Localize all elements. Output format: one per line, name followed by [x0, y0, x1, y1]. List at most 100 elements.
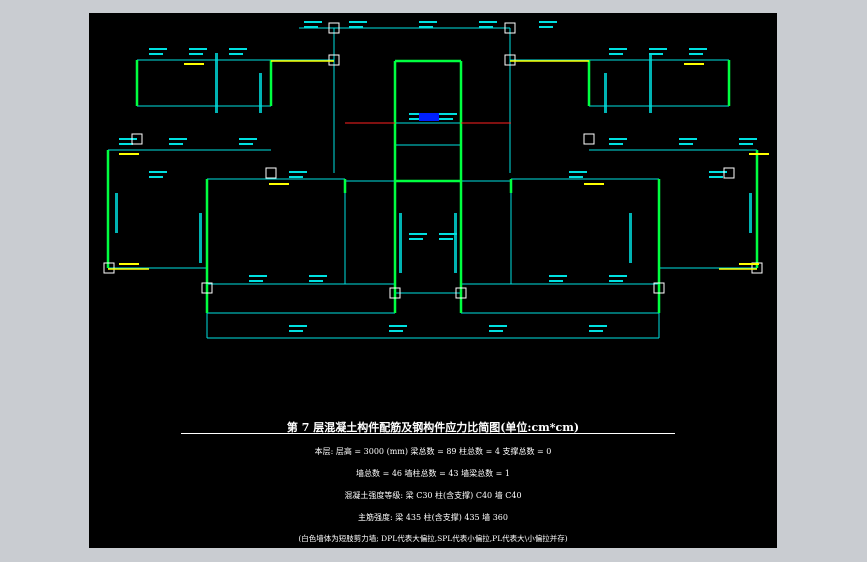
- beam-annotation-mark: [649, 53, 663, 55]
- beam-annotation-mark: [409, 113, 427, 115]
- column-joint: [103, 262, 115, 274]
- beam-annotation-mark: [739, 143, 753, 145]
- column-joint: [389, 287, 401, 299]
- beam-annotation-mark: [349, 26, 363, 28]
- beam-annotation-mark: [489, 330, 503, 332]
- beam-annotation-mark: [419, 21, 437, 23]
- beam-annotation-mark: [479, 26, 493, 28]
- beam-annotation-mark: [439, 238, 453, 240]
- beam-annotation-mark: [409, 118, 423, 120]
- beam-annotation-mark: [439, 118, 453, 120]
- core-block: [419, 113, 439, 121]
- beam-annotation-mark: [539, 21, 557, 23]
- beam-annotation-mark: [589, 325, 607, 327]
- beam-annotation-mark: [569, 171, 587, 173]
- beam-annotation-mark: [609, 275, 627, 277]
- beam-annotation-mark: [229, 53, 243, 55]
- beam-annotation-mark: [549, 275, 567, 277]
- wall-label-mark: [119, 263, 139, 265]
- column-joint: [131, 133, 143, 145]
- wall-label-mark: [684, 63, 704, 65]
- wall-label-mark: [749, 153, 769, 155]
- beam-annotation-mark: [439, 233, 457, 235]
- column-annotation-mark: [115, 193, 118, 233]
- beam-annotation-mark: [389, 330, 403, 332]
- beam-annotation-mark: [189, 48, 207, 50]
- wall-label-mark: [584, 183, 604, 185]
- beam-annotation-mark: [189, 53, 203, 55]
- beam-annotation-mark: [149, 48, 167, 50]
- beam-annotation-mark: [489, 325, 507, 327]
- beam-annotation-mark: [239, 143, 253, 145]
- beam-annotation-mark: [739, 138, 757, 140]
- summary-line-counts: 本层: 层高 = 3000 (mm) 梁总数 = 89 柱总数 = 4 支撑总数…: [314, 447, 552, 456]
- beam-annotation-mark: [609, 280, 623, 282]
- beam-annotation-mark: [239, 138, 257, 140]
- column-annotation-mark: [399, 213, 402, 273]
- beam-annotation-mark: [609, 53, 623, 55]
- beam-annotation-mark: [679, 138, 697, 140]
- beam-annotation-mark: [419, 26, 433, 28]
- summary-line-steel-strength: 主筋强度: 梁 435 柱(含支撑) 435 墙 360: [357, 513, 508, 522]
- beam-annotation-mark: [289, 171, 307, 173]
- column-joint: [265, 167, 277, 179]
- beam-annotation-mark: [309, 275, 327, 277]
- beam-annotation-mark: [249, 275, 267, 277]
- beam-annotation-mark: [539, 26, 553, 28]
- beam-annotation-mark: [709, 176, 723, 178]
- column-joint: [328, 54, 340, 66]
- drawing-title: 第 7 层混凝土构件配筋及钢构件应力比简图(单位:cm*cm): [286, 421, 580, 434]
- beam-annotation-mark: [149, 171, 167, 173]
- beam-annotation-mark: [439, 113, 457, 115]
- beam-annotation-mark: [589, 330, 603, 332]
- column-joint: [504, 22, 516, 34]
- beam-annotation-mark: [169, 143, 183, 145]
- column-joint: [201, 282, 213, 294]
- wall-label-mark: [269, 183, 289, 185]
- column-annotation-mark: [749, 193, 752, 233]
- beam-annotation-mark: [609, 143, 623, 145]
- beam-annotation-mark: [289, 325, 307, 327]
- column-joint: [583, 133, 595, 145]
- beam-annotation-mark: [119, 143, 133, 145]
- beam-annotation-mark: [689, 53, 703, 55]
- column-joint: [504, 54, 516, 66]
- beam-annotation-mark: [289, 176, 303, 178]
- beam-annotation-mark: [609, 138, 627, 140]
- beam-annotation-mark: [149, 53, 163, 55]
- beam-annotation-mark: [689, 48, 707, 50]
- column-annotation-mark: [215, 53, 218, 113]
- cad-drawing-canvas: 第 7 层混凝土构件配筋及钢构件应力比简图(单位:cm*cm) 本层: 层高 =…: [89, 13, 777, 548]
- beam-annotation-mark: [249, 280, 263, 282]
- beam-annotation-mark: [549, 280, 563, 282]
- beam-annotation-mark: [119, 138, 137, 140]
- beam-annotation-mark: [304, 21, 322, 23]
- column-joint: [723, 167, 735, 179]
- beam-annotation-mark: [389, 325, 407, 327]
- title-underline: [181, 433, 675, 434]
- column-annotation-mark: [259, 73, 262, 113]
- column-joint: [653, 282, 665, 294]
- column-joint: [455, 287, 467, 299]
- column-annotation-mark: [199, 213, 202, 263]
- summary-line-concrete-grade: 混凝土强度等级: 梁 C30 柱(含支撑) C40 墙 C40: [344, 491, 522, 500]
- beam-annotation-mark: [709, 171, 727, 173]
- beam-annotation-mark: [349, 21, 367, 23]
- column-annotation-mark: [604, 73, 607, 113]
- summary-line-walls: 墙总数 = 46 墙柱总数 = 43 墙梁总数 = 1: [356, 469, 510, 478]
- column-joint: [328, 22, 340, 34]
- beam-annotation-mark: [409, 238, 423, 240]
- wall-label-mark: [739, 263, 759, 265]
- beam-annotation-mark: [289, 330, 303, 332]
- beam-annotation-mark: [169, 138, 187, 140]
- beam-annotation-mark: [479, 21, 497, 23]
- beam-annotation-mark: [229, 48, 247, 50]
- beam-annotation-mark: [569, 176, 583, 178]
- beam-annotation-mark: [649, 48, 667, 50]
- column-annotation-mark: [649, 53, 652, 113]
- column-annotation-mark: [454, 213, 457, 273]
- beam-annotation-mark: [304, 26, 318, 28]
- floor-plan: [103, 21, 769, 339]
- column-annotation-mark: [629, 213, 632, 263]
- wall-label-mark: [184, 63, 204, 65]
